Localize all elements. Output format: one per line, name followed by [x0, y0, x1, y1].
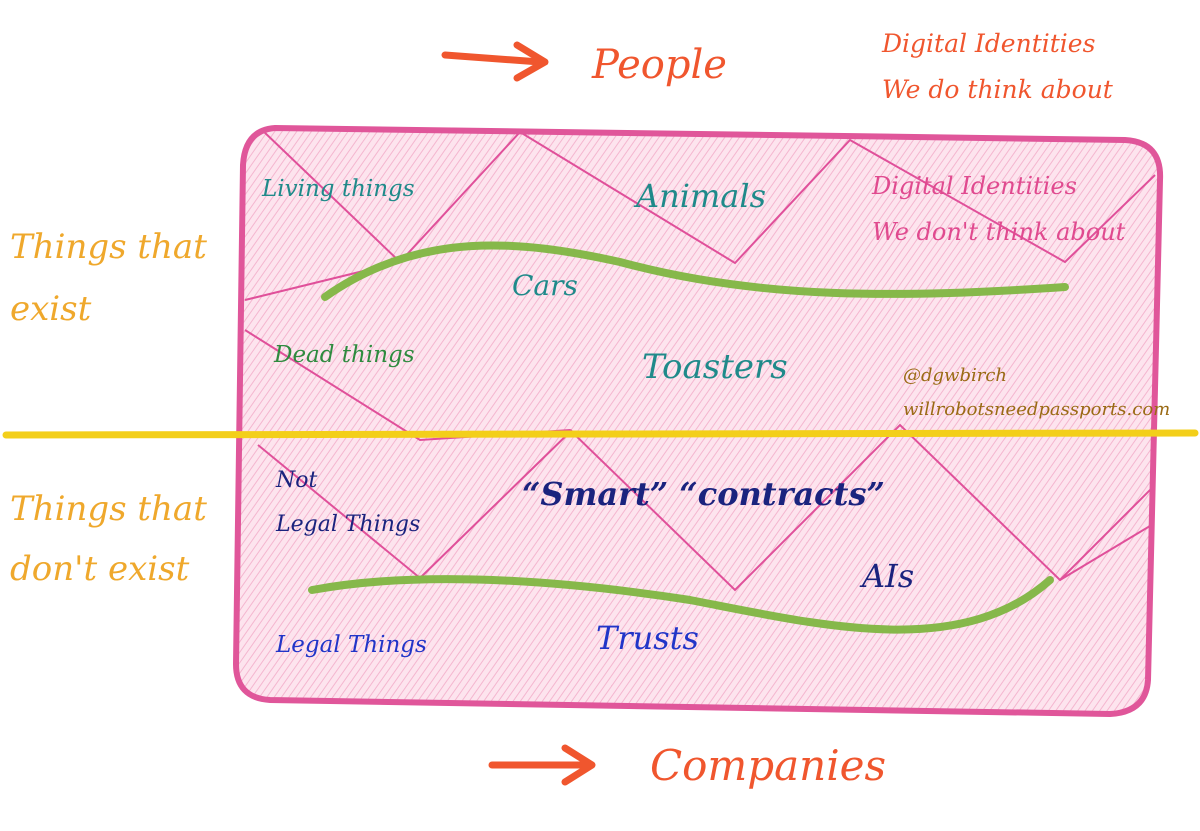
- lower-curve: [308, 575, 1054, 634]
- right-arrow-icon: [441, 41, 549, 82]
- card-background: [236, 128, 1161, 714]
- card-border: [233, 125, 1164, 717]
- toasters-label: Toasters: [642, 347, 788, 387]
- animals-label: Animals: [636, 177, 767, 215]
- website-url: willrobotsneedpassports.com: [903, 399, 1171, 420]
- trusts-label: Trusts: [596, 619, 699, 657]
- companies-label: Companies: [650, 741, 887, 790]
- things-not-exist-line1: Things that: [10, 489, 207, 529]
- dead-things-label: Dead things: [274, 342, 415, 368]
- smart-contracts-label: “Smart” “contracts”: [522, 475, 885, 513]
- not-legal-line2: Legal Things: [276, 512, 421, 537]
- digital-identities-think-line2: We do think about: [882, 75, 1113, 104]
- ais-label: AIs: [862, 557, 915, 595]
- living-things-label: Living things: [262, 176, 415, 202]
- dont-think-line2: We don't think about: [872, 218, 1126, 246]
- dont-think-line1: Digital Identities: [872, 172, 1077, 200]
- author-handle: @dgwbirch: [903, 365, 1008, 386]
- cars-label: Cars: [512, 269, 578, 302]
- things-exist-line2: exist: [10, 289, 92, 329]
- things-exist-line1: Things that: [10, 227, 207, 267]
- not-legal-line1: Not: [276, 468, 318, 493]
- right-arrow-icon: [488, 744, 596, 786]
- things-not-exist-line2: don't exist: [10, 549, 190, 589]
- people-label: People: [592, 42, 727, 88]
- exist-divider-line: [2, 429, 1199, 439]
- digital-identities-think-line1: Digital Identities: [882, 29, 1096, 58]
- upper-curve: [321, 241, 1069, 301]
- legal-things-label: Legal Things: [276, 632, 427, 658]
